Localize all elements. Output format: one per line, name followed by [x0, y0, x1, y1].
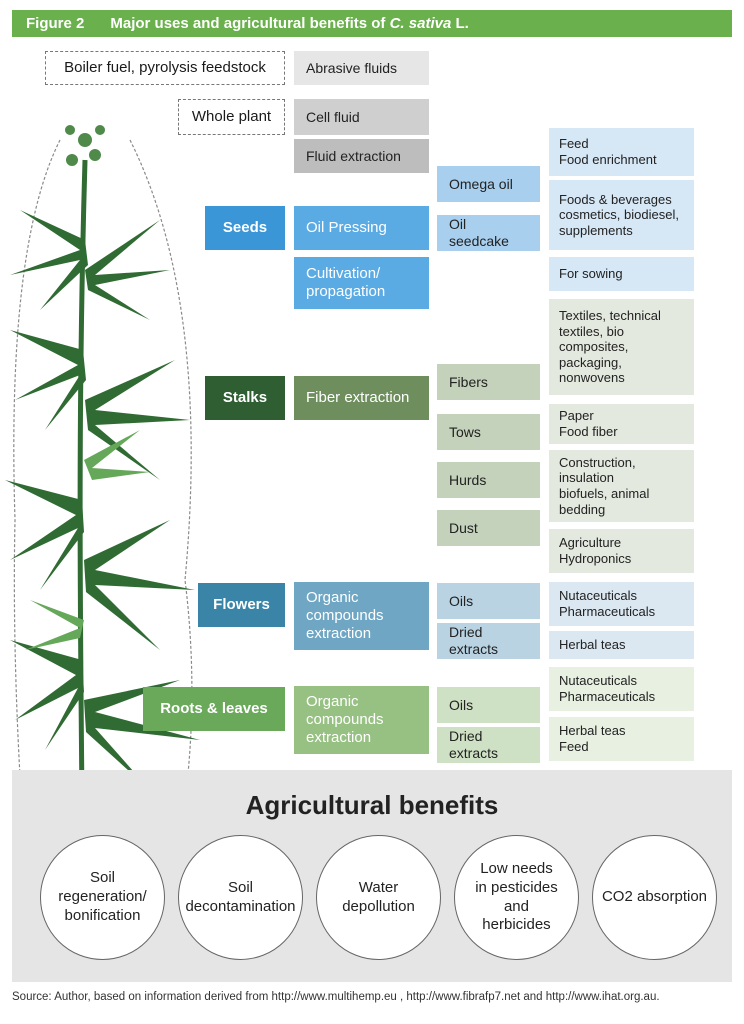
- leaf-3: [10, 330, 86, 430]
- figure-header: Figure 2 Major uses and agricultural ben…: [12, 10, 732, 37]
- tows-box: Tows: [437, 414, 540, 450]
- flower-bud: [89, 149, 101, 161]
- leaf-5: [5, 480, 84, 590]
- flowers-extraction-box: Organic compounds extraction: [294, 582, 429, 650]
- leaf-8: [84, 680, 200, 790]
- benefits-title: Agricultural benefits: [245, 790, 499, 820]
- leaf-6: [84, 520, 195, 650]
- flowers-use-teas-box: Herbal teas: [549, 631, 694, 659]
- roots-part: Roots & leaves: [143, 687, 285, 731]
- roots-extraction-box: Organic compounds extraction: [294, 686, 429, 754]
- oil-pressing-box: Oil Pressing: [294, 206, 429, 250]
- roots-use-nutra-box: Nutaceuticals Pharmaceuticals: [549, 667, 694, 711]
- oil-seedcake-box: Oil seedcake: [437, 215, 540, 251]
- flowers-part: Flowers: [198, 583, 285, 627]
- omega-oil-box: Omega oil: [437, 166, 540, 202]
- use-foods-box: Foods & beverages cosmetics, biodiesel, …: [549, 180, 694, 250]
- roots-dried-box: Dried extracts: [437, 727, 540, 763]
- seeds-part: Seeds: [205, 206, 285, 250]
- figure-label: Figure 2: [26, 15, 85, 32]
- flower-bud: [78, 133, 92, 147]
- use-feed-box: Feed Food enrichment: [549, 128, 694, 176]
- benefit-circle: Soil decontamination: [178, 835, 303, 960]
- leaf-4: [85, 360, 190, 480]
- leaf-2: [85, 220, 170, 320]
- benefit-circle: Low needs in pesticides and herbicides: [454, 835, 579, 960]
- benefit-circle: Water depollution: [316, 835, 441, 960]
- boiler-fuel-box: Boiler fuel, pyrolysis feedstock: [45, 51, 285, 85]
- leaf-10: [25, 600, 84, 650]
- dust-box: Dust: [437, 510, 540, 546]
- use-paper-box: Paper Food fiber: [549, 404, 694, 444]
- roots-use-teas-box: Herbal teas Feed: [549, 717, 694, 761]
- whole-plant-box: Whole plant: [178, 99, 285, 135]
- benefit-circle: Soil regeneration/ bonification: [40, 835, 165, 960]
- fluid-extraction-box: Fluid extraction: [294, 139, 429, 173]
- use-textiles-box: Textiles, technical textiles, bio compos…: [549, 299, 694, 395]
- cell-fluid-box: Cell fluid: [294, 99, 429, 135]
- abrasive-fluids-box: Abrasive fluids: [294, 51, 429, 85]
- cultivation-box: Cultivation/ propagation: [294, 257, 429, 309]
- leaf-1: [10, 210, 88, 310]
- flowers-use-nutra-box: Nutaceuticals Pharmaceuticals: [549, 582, 694, 626]
- stalks-part: Stalks: [205, 376, 285, 420]
- use-sowing-box: For sowing: [549, 257, 694, 291]
- flower-bud: [66, 154, 78, 166]
- roots-oils-box: Oils: [437, 687, 540, 723]
- flower-bud: [95, 125, 105, 135]
- source-note: Source: Author, based on information der…: [12, 991, 660, 1003]
- leaf-7: [10, 640, 84, 750]
- use-agriculture-box: Agriculture Hydroponics: [549, 529, 694, 573]
- leaf-9: [84, 430, 150, 480]
- use-construction-box: Construction, insulation biofuels, anima…: [549, 450, 694, 522]
- fibers-box: Fibers: [437, 364, 540, 400]
- fiber-extraction-box: Fiber extraction: [294, 376, 429, 420]
- flowers-dried-box: Dried extracts: [437, 623, 540, 659]
- flowers-oils-box: Oils: [437, 583, 540, 619]
- flower-bud: [65, 125, 75, 135]
- hurds-box: Hurds: [437, 462, 540, 498]
- figure-title: Major uses and agricultural benefits of …: [110, 15, 469, 32]
- benefit-circle: CO2 absorption: [592, 835, 717, 960]
- hemp-plant-illustration: [5, 125, 200, 931]
